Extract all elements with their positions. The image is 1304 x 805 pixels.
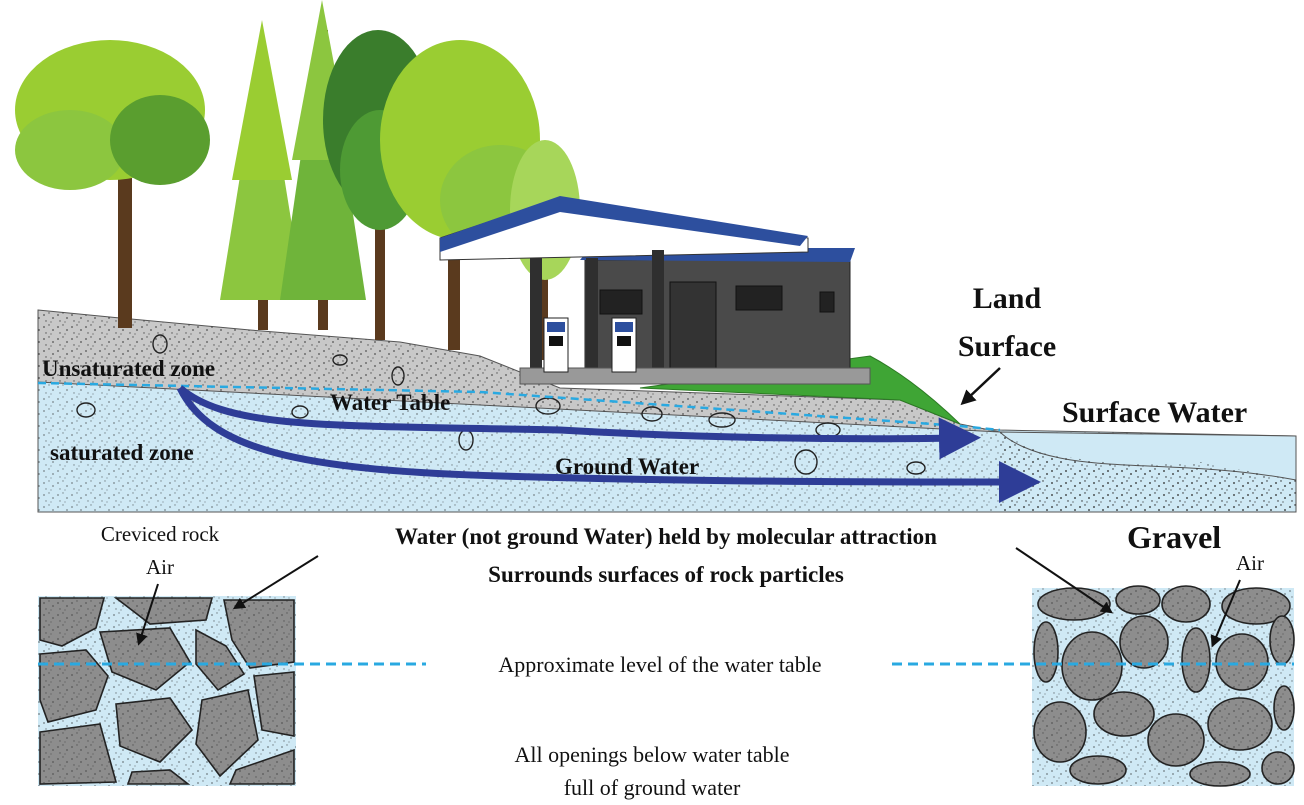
flow-arrow-upper bbox=[177, 385, 981, 460]
cross-section bbox=[37, 309, 1297, 513]
tree-icon bbox=[220, 20, 304, 330]
water-table-level-label: Approximate level of the water table bbox=[498, 652, 821, 677]
gravel-panel bbox=[1032, 585, 1295, 787]
water-table-label: Water Table bbox=[330, 390, 450, 415]
pebbles bbox=[76, 334, 926, 475]
unsaturated-sediment bbox=[38, 310, 1000, 432]
flow-arrow-lower bbox=[176, 386, 1041, 503]
fuel-pump-icon bbox=[543, 317, 569, 373]
air-right-label: Air bbox=[1236, 551, 1264, 575]
molecular-pointer-right bbox=[1015, 547, 1113, 614]
surface-water-label: Surface Water bbox=[1062, 396, 1247, 429]
molecular-pointer-left bbox=[232, 555, 319, 610]
gas-station-icon bbox=[439, 196, 871, 385]
land-surface-pointer bbox=[960, 367, 1001, 406]
air-left-pointer bbox=[136, 583, 159, 646]
creviced-rock-panel bbox=[38, 596, 296, 786]
land-surface-label-line1: Land bbox=[973, 282, 1042, 315]
riverbed-gravel bbox=[1000, 432, 1296, 512]
ground-water-label: Ground Water bbox=[555, 454, 699, 479]
air-left-label: Air bbox=[146, 555, 174, 579]
creviced-rock-label: Creviced rock bbox=[101, 522, 220, 546]
trees bbox=[15, 0, 580, 360]
openings-caption-line1: All openings below water table bbox=[515, 742, 790, 767]
gravel-label: Gravel bbox=[1127, 519, 1221, 555]
unsaturated-zone-label: Unsaturated zone bbox=[42, 356, 215, 381]
tree-icon bbox=[15, 40, 210, 328]
fuel-pump-icon bbox=[611, 317, 637, 373]
molecular-caption-line1: Water (not ground Water) held by molecul… bbox=[395, 524, 937, 549]
molecular-caption-line2: Surrounds surfaces of rock particles bbox=[488, 562, 844, 587]
saturated-zone-label: saturated zone bbox=[50, 440, 194, 465]
land-surface-label-line2: Surface bbox=[958, 330, 1056, 363]
openings-caption-line2: full of ground water bbox=[564, 775, 741, 800]
air-right-pointer bbox=[1210, 579, 1241, 648]
